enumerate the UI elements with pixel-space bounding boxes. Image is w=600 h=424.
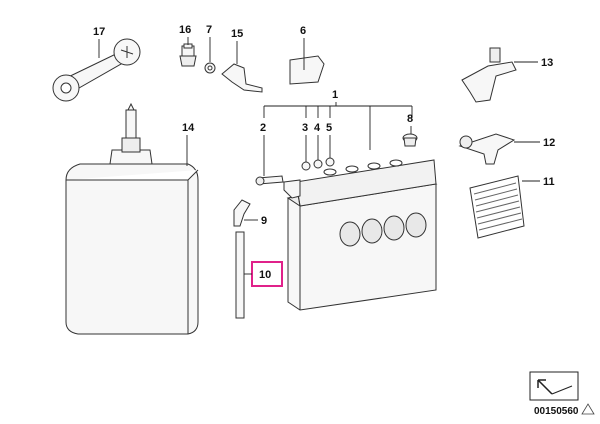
- reference-stamp: 00150560: [529, 371, 595, 417]
- callout-7: 7: [206, 24, 212, 36]
- callout-17: 17: [93, 26, 105, 38]
- callout-5: 5: [326, 122, 332, 134]
- warning-label-part: [469, 175, 525, 239]
- washer-part: [204, 62, 216, 74]
- vent-cap-part: [179, 43, 197, 67]
- bracket-part: [221, 63, 263, 93]
- hose-elbow-part: [233, 199, 251, 227]
- reference-number: 00150560: [534, 406, 579, 417]
- terminal-cover-part: [289, 55, 325, 85]
- electrolyte-container-part: [65, 102, 199, 335]
- terminal-washers-part: [301, 157, 335, 171]
- vent-hose-part: [235, 231, 245, 319]
- screw-part: [255, 175, 284, 186]
- callout-6: 6: [300, 25, 306, 37]
- callout-2: 2: [260, 122, 266, 134]
- callout-4: 4: [314, 122, 321, 134]
- vent-plug-part: [402, 133, 418, 147]
- battery-part: [283, 159, 438, 311]
- callout-15: 15: [231, 28, 243, 40]
- callout-13: 13: [541, 57, 553, 69]
- callout-12: 12: [543, 137, 555, 149]
- callout-3: 3: [302, 122, 308, 134]
- callout-11: 11: [543, 176, 555, 188]
- terminal-wrench-part: [52, 38, 141, 102]
- callout-10: 10: [259, 269, 271, 281]
- clamp-screw-part: [458, 133, 516, 165]
- callout-14: 14: [182, 122, 195, 134]
- triangle-icon: [581, 403, 595, 415]
- terminal-clamp-part: [461, 47, 517, 103]
- callout-1: 1: [332, 89, 338, 101]
- callout-16: 16: [179, 24, 191, 36]
- arrow-icon: [537, 379, 553, 395]
- callout-8: 8: [407, 113, 413, 125]
- callout-9: 9: [261, 215, 267, 227]
